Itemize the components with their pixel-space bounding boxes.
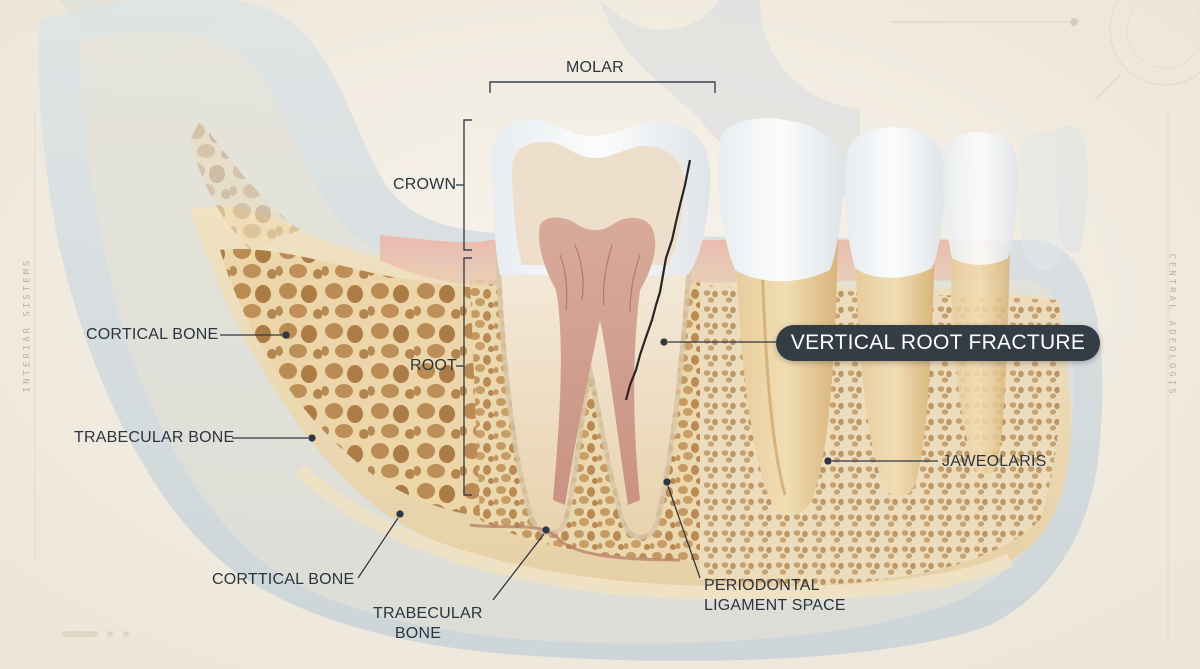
premolar-tooth-2 (845, 127, 945, 497)
premolar-tooth-1 (718, 118, 843, 516)
label-periodontal-line2: LIGAMENT SPACE (704, 597, 846, 614)
root-bracket (456, 257, 472, 496)
leader-lines (220, 331, 938, 601)
label-crown: CROWN (393, 176, 457, 193)
label-periodontal-ligament-space: PERIODONTAL LIGAMENT SPACE (704, 576, 846, 616)
crown-bracket (456, 119, 472, 251)
vertical-root-fracture-callout: VERTICAL ROOT FRACTURE (776, 325, 1100, 361)
label-trabecular-bone-left: TRABECULAR BONE (74, 429, 235, 446)
label-jaweolaris: JAWEOLARIS (942, 453, 1047, 470)
label-periodontal-line1: PERIODONTAL (704, 577, 820, 594)
label-molar: MOLAR (566, 59, 624, 76)
side-text-left: INTERIAR SISTEMS (22, 257, 33, 393)
label-trabecular-line1: TRABECULAR (373, 605, 483, 622)
side-text-right: CENTRAL ADEOLOGIS (1166, 253, 1177, 397)
molar-bracket (489, 81, 716, 93)
trabecular-bone-left (220, 248, 500, 517)
back-teeth-ghost (1017, 125, 1088, 271)
fracture-line (624, 159, 692, 401)
label-trabecular-line2: BONE (394, 625, 442, 642)
pulp-chamber (539, 217, 656, 505)
label-root: ROOT (410, 357, 458, 374)
molar-tooth (469, 119, 711, 562)
label-corttical-bone-bottom: CORTTICAL BONE (212, 571, 355, 588)
label-cortical-bone-left: CORTICAL BONE (86, 326, 219, 343)
label-trabecular-bone-bottom: TRABECULAR BONE (373, 604, 483, 644)
